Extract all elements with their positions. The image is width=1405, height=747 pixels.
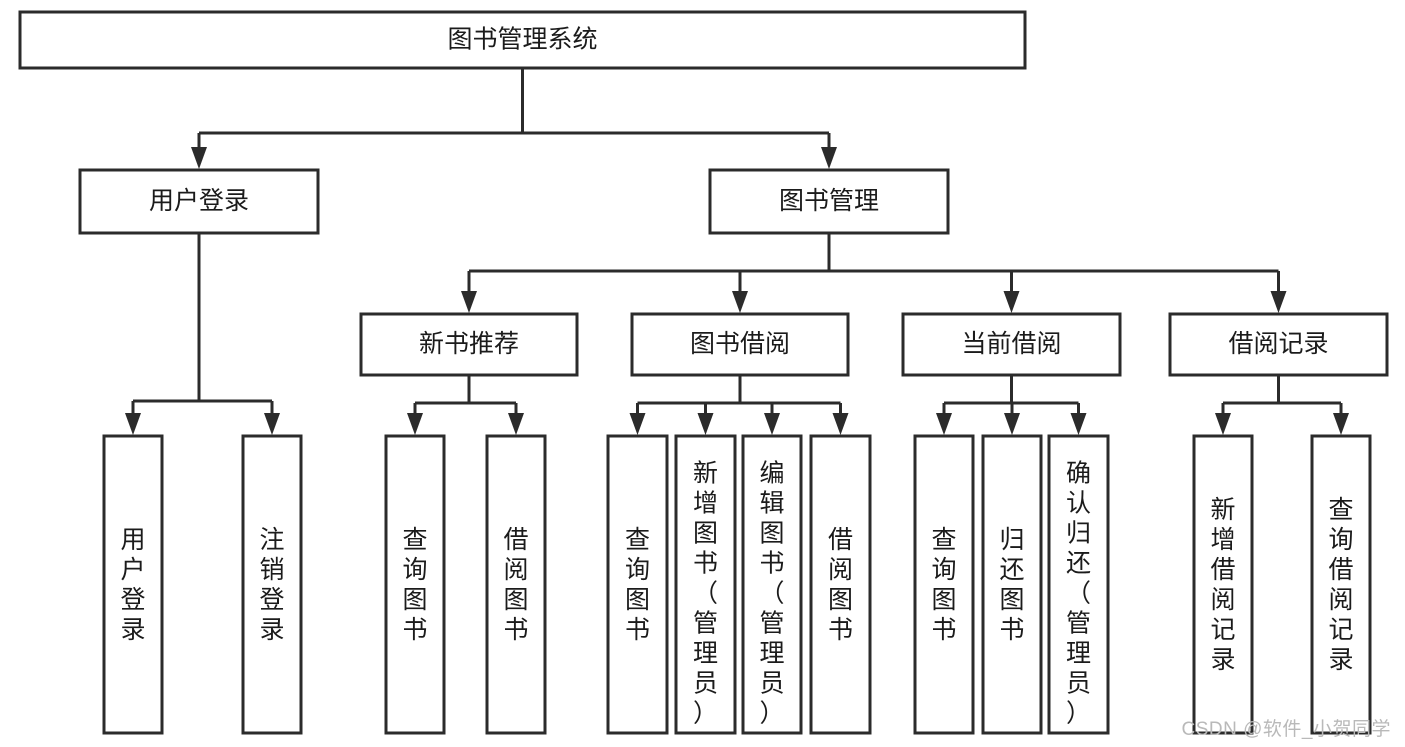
connector-layer	[125, 68, 1349, 435]
node-box-leaf-newbook-query	[384, 434, 446, 735]
node-login[interactable]: 用户登录	[78, 168, 320, 235]
node-label-leaf-record-add: 新增借阅记录	[1210, 496, 1235, 674]
node-label-leaf-current-return: 归还图书	[999, 526, 1024, 644]
connector-group-bookmgmt	[461, 233, 1287, 313]
node-root[interactable]: 图书管理系统	[18, 10, 1027, 70]
node-box-leaf-record-query	[1310, 434, 1372, 735]
node-label-leaf-borrow-add: 新增图书（管理员）	[693, 459, 718, 727]
node-leaf-newbook-query[interactable]: 查询图书	[384, 434, 446, 735]
node-label-leaf-borrow-edit: 编辑图书（管理员）	[759, 459, 784, 727]
node-box-leaf-borrow-lend	[809, 434, 872, 735]
node-label-records: 借阅记录	[1228, 330, 1328, 358]
node-leaf-newbook-borrow[interactable]: 借阅图书	[485, 434, 547, 735]
node-label-leaf-newbook-borrow: 借阅图书	[503, 526, 528, 644]
node-leaf-record-add[interactable]: 新增借阅记录	[1192, 434, 1254, 735]
node-box-login	[78, 168, 320, 235]
node-label-current: 当前借阅	[961, 330, 1061, 358]
node-leaf-borrow-edit[interactable]: 编辑图书（管理员）	[741, 434, 803, 735]
node-records[interactable]: 借阅记录	[1168, 312, 1389, 377]
node-box-leaf-user-logout	[241, 434, 303, 735]
node-box-leaf-newbook-borrow	[485, 434, 547, 735]
node-box-records	[1168, 312, 1389, 377]
node-box-leaf-borrow-edit	[741, 434, 803, 735]
node-borrow[interactable]: 图书借阅	[630, 312, 850, 377]
node-box-leaf-borrow-add	[674, 434, 737, 735]
node-box-leaf-record-add	[1192, 434, 1254, 735]
node-box-leaf-current-confirm	[1047, 434, 1110, 735]
node-leaf-current-confirm[interactable]: 确认归还（管理员）	[1047, 434, 1110, 735]
node-box-leaf-current-query	[913, 434, 975, 735]
node-newbook[interactable]: 新书推荐	[359, 312, 579, 377]
node-label-leaf-borrow-lend: 借阅图书	[828, 526, 853, 644]
node-leaf-current-query[interactable]: 查询图书	[913, 434, 975, 735]
node-label-login: 用户登录	[149, 187, 249, 215]
node-box-root	[18, 10, 1027, 70]
node-label-leaf-current-confirm: 确认归还（管理员）	[1066, 459, 1091, 727]
node-label-borrow: 图书借阅	[690, 330, 790, 358]
node-layer: 图书管理系统用户登录图书管理新书推荐图书借阅当前借阅借阅记录用户登录注销登录查询…	[18, 10, 1389, 735]
node-leaf-user-logout[interactable]: 注销登录	[241, 434, 303, 735]
node-leaf-user-login[interactable]: 用户登录	[102, 434, 164, 735]
node-box-leaf-user-login	[102, 434, 164, 735]
node-label-leaf-current-query: 查询图书	[931, 526, 956, 644]
connector-group-login	[125, 233, 280, 435]
node-box-current	[901, 312, 1122, 377]
node-label-newbook: 新书推荐	[419, 330, 519, 358]
node-leaf-current-return[interactable]: 归还图书	[981, 434, 1043, 735]
connector-group-records	[1215, 375, 1349, 435]
node-label-root: 图书管理系统	[447, 26, 597, 54]
node-leaf-borrow-add[interactable]: 新增图书（管理员）	[674, 434, 737, 735]
node-label-bookmgmt: 图书管理	[779, 187, 879, 215]
connector-group-borrow	[629, 375, 849, 435]
node-leaf-record-query[interactable]: 查询借阅记录	[1310, 434, 1372, 735]
node-leaf-borrow-lend[interactable]: 借阅图书	[809, 434, 872, 735]
node-box-borrow	[630, 312, 850, 377]
node-bookmgmt[interactable]: 图书管理	[708, 168, 950, 235]
node-label-leaf-user-logout: 注销登录	[259, 526, 284, 644]
node-current[interactable]: 当前借阅	[901, 312, 1122, 377]
connector-group-root	[191, 68, 837, 169]
node-box-leaf-current-return	[981, 434, 1043, 735]
node-label-leaf-borrow-query: 查询图书	[625, 526, 650, 644]
node-box-leaf-borrow-query	[606, 434, 669, 735]
node-label-leaf-record-query: 查询借阅记录	[1328, 496, 1353, 674]
connector-group-newbook	[407, 375, 524, 435]
node-box-bookmgmt	[708, 168, 950, 235]
node-label-leaf-user-login: 用户登录	[120, 526, 145, 644]
node-box-newbook	[359, 312, 579, 377]
connector-group-current	[936, 375, 1087, 435]
node-leaf-borrow-query[interactable]: 查询图书	[606, 434, 669, 735]
node-label-leaf-newbook-query: 查询图书	[402, 526, 427, 644]
